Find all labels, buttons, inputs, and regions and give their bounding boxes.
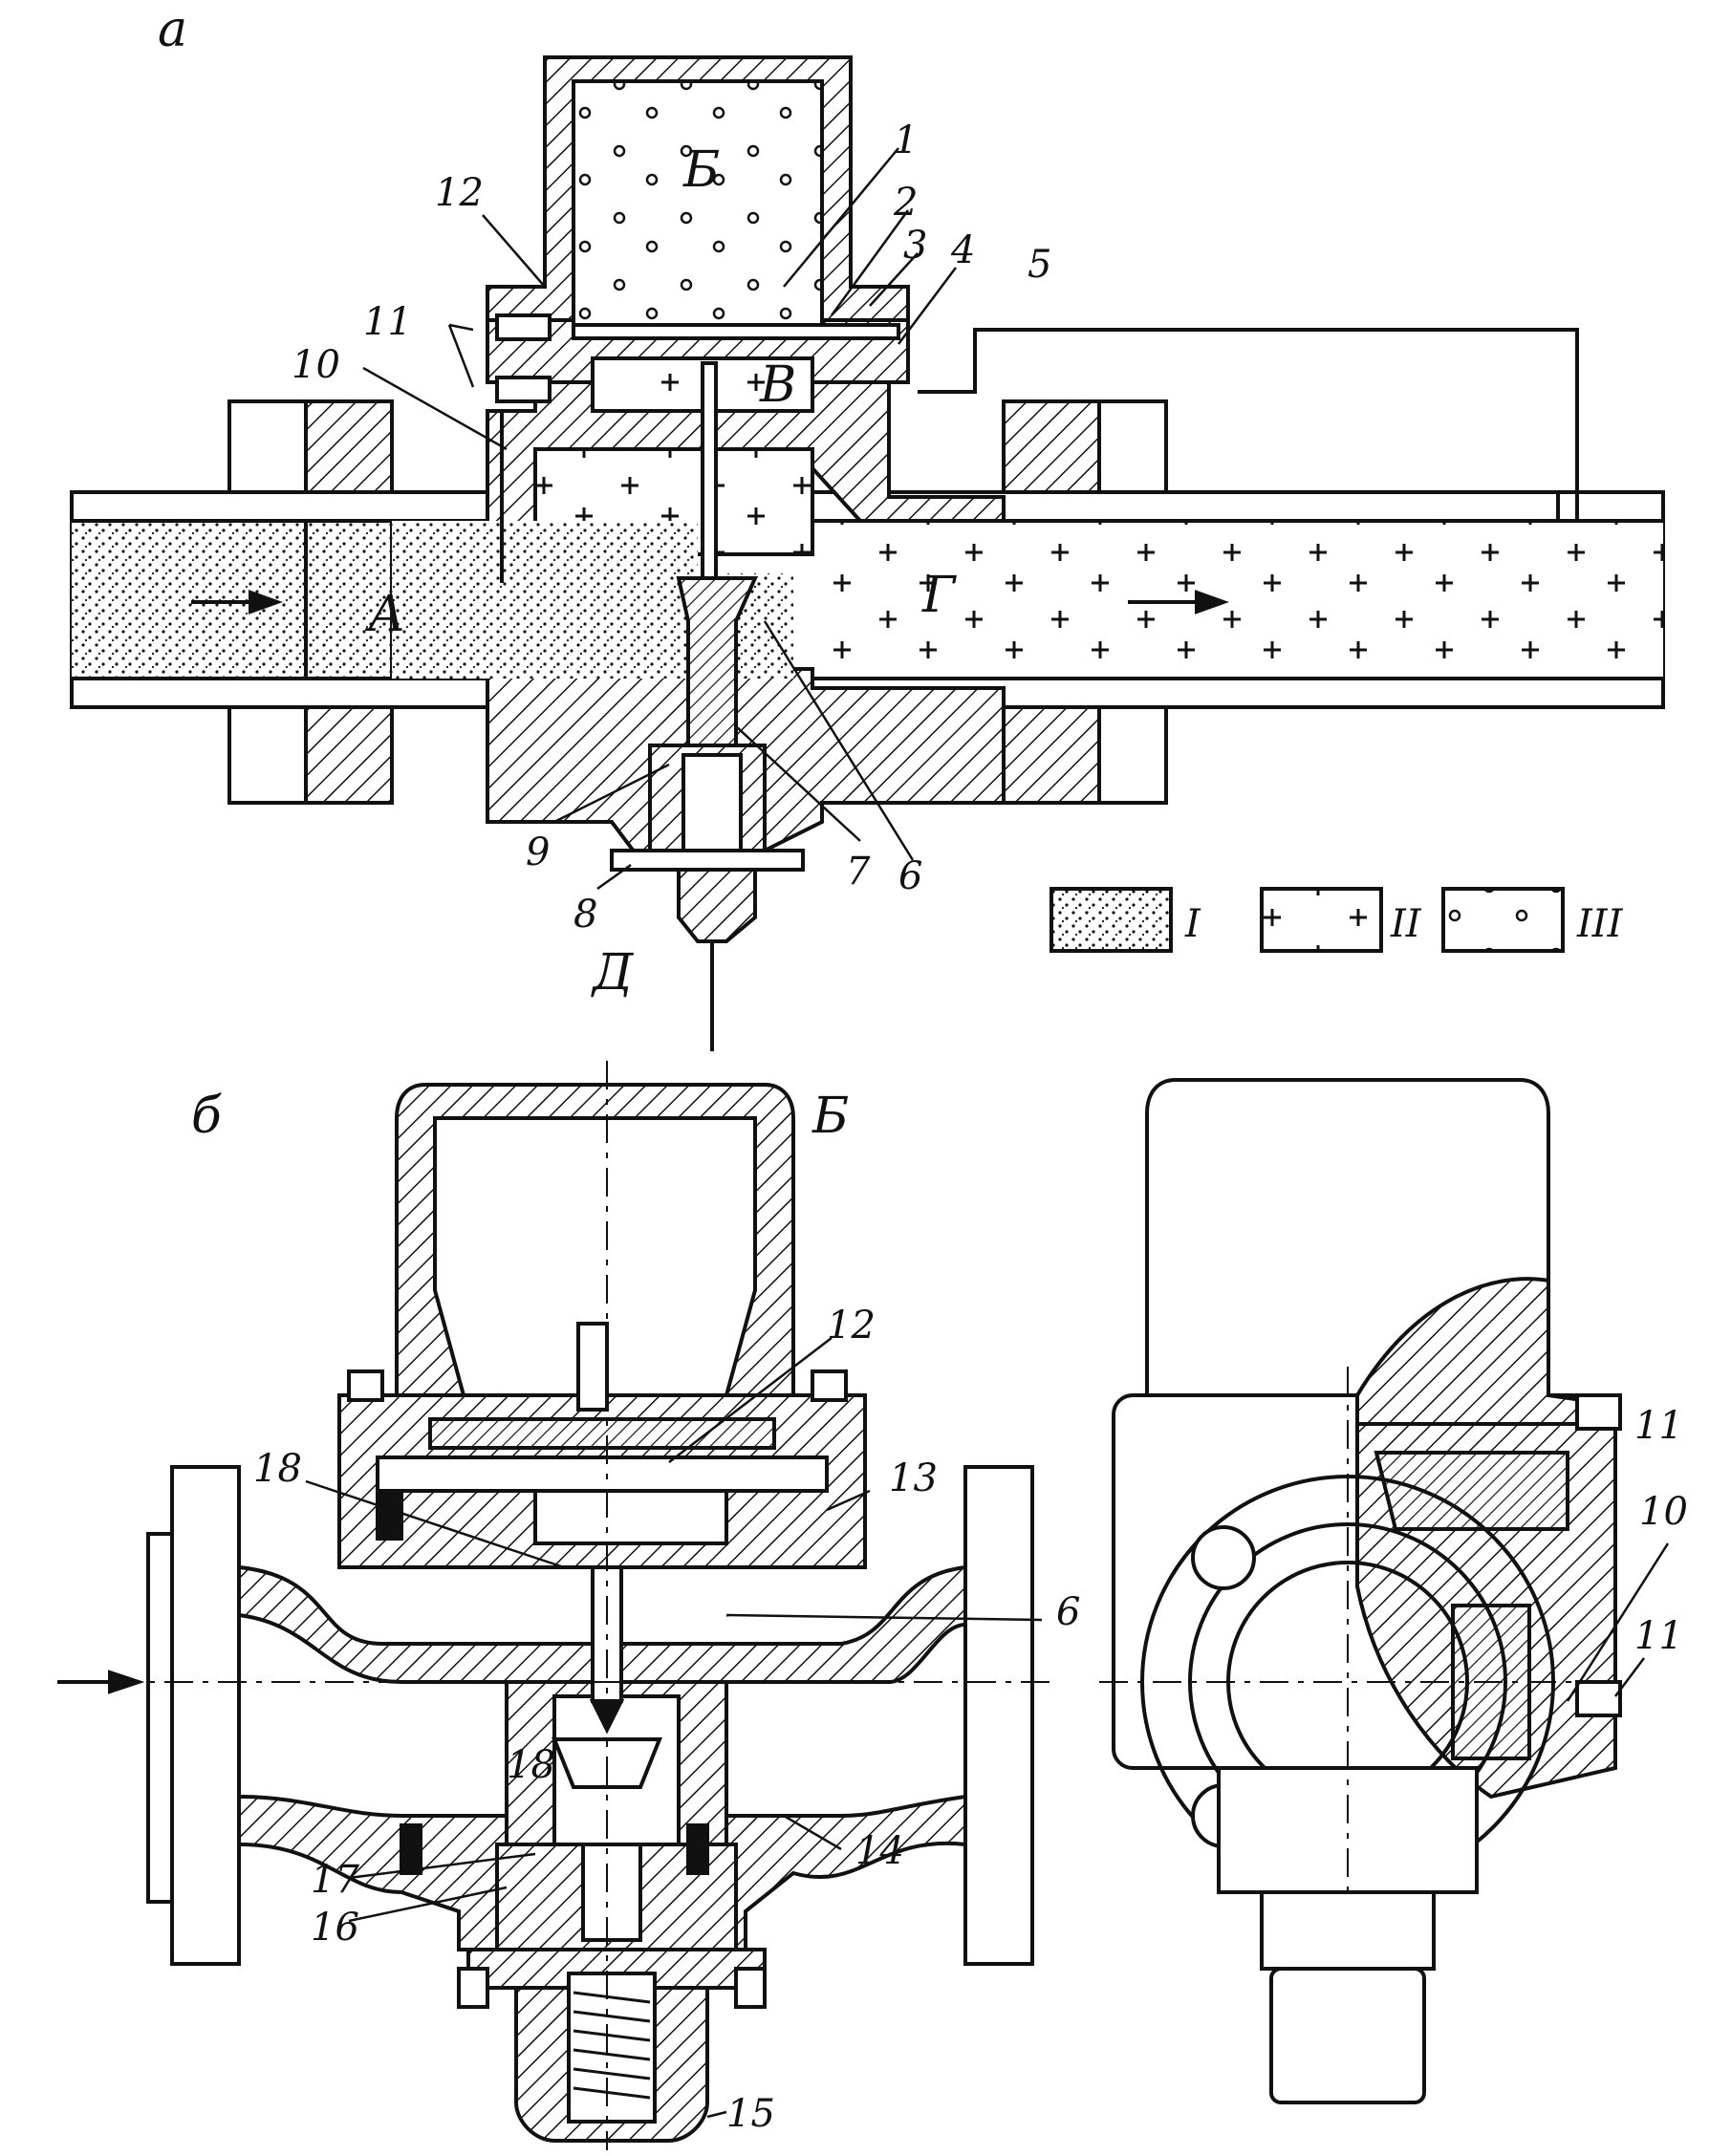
bolt-11-upper <box>495 313 552 341</box>
callout-12: 12 <box>435 171 484 215</box>
bolt-11-lower <box>495 376 552 403</box>
leader-lines-a <box>362 147 957 891</box>
diaphragm-1 <box>572 323 900 340</box>
callout-2: 2 <box>893 181 918 225</box>
callout-b-15: 15 <box>726 2092 775 2136</box>
callout-11: 11 <box>363 300 412 344</box>
callout-b-11-upper: 11 <box>1634 1404 1683 1448</box>
figure-letter-b: б <box>191 1088 222 1145</box>
zone-a: А <box>364 586 405 643</box>
legend-swatch-3 <box>1441 887 1565 953</box>
zone-b-front: Б <box>811 1088 849 1145</box>
legend-label-2: II <box>1390 902 1422 946</box>
impulse-line-5 <box>918 328 1579 492</box>
diaphragm-plate-12 <box>428 1417 776 1450</box>
callout-b-14: 14 <box>855 1829 904 1873</box>
legend <box>1049 887 1565 953</box>
callout-9: 9 <box>526 830 550 874</box>
schematic-view-a <box>70 55 1665 1051</box>
bolt-hole-upper <box>1191 1525 1256 1590</box>
legend-swatch-2 <box>1260 887 1383 953</box>
callout-8: 8 <box>573 893 597 937</box>
callout-b-10: 10 <box>1639 1490 1688 1534</box>
zone-b: Б <box>682 141 720 199</box>
nozzle-d <box>677 868 757 943</box>
callout-5: 5 <box>1028 243 1051 287</box>
callout-4: 4 <box>950 228 975 272</box>
reservoir-b-interior <box>572 79 824 327</box>
figure-letter-a: а <box>158 1 187 58</box>
front-section-view-b <box>57 1061 1051 2150</box>
callout-3: 3 <box>903 224 927 268</box>
legend-label-1: I <box>1184 902 1201 946</box>
callout-b-18-alt: 18 <box>507 1743 555 1787</box>
callout-7: 7 <box>846 850 871 894</box>
callout-b-17: 17 <box>311 1858 359 1902</box>
callout-b-13: 13 <box>889 1456 938 1500</box>
callout-b-18: 18 <box>253 1447 302 1491</box>
callout-b-16: 16 <box>311 1906 359 1950</box>
legend-label-3: III <box>1576 902 1624 946</box>
labels: а б А Б В Г Д 1 2 3 4 5 6 7 8 9 10 11 12… <box>158 1 1688 2136</box>
legend-swatch-1 <box>1049 887 1173 953</box>
side-view-b <box>1099 1078 1670 2104</box>
stem <box>701 361 718 585</box>
callout-1: 1 <box>894 119 918 162</box>
zone-g: Г <box>921 567 957 624</box>
outlet-chamber-g <box>812 521 1663 679</box>
zone-d: Д <box>591 944 635 1002</box>
callout-10: 10 <box>292 343 340 387</box>
callout-6: 6 <box>898 854 922 898</box>
callout-b-12: 12 <box>827 1304 876 1348</box>
leader-lines-b <box>305 1337 1043 2119</box>
zone-v: В <box>759 356 796 414</box>
callout-b-6: 6 <box>1056 1590 1080 1634</box>
callout-b-11-lower: 11 <box>1634 1614 1683 1658</box>
